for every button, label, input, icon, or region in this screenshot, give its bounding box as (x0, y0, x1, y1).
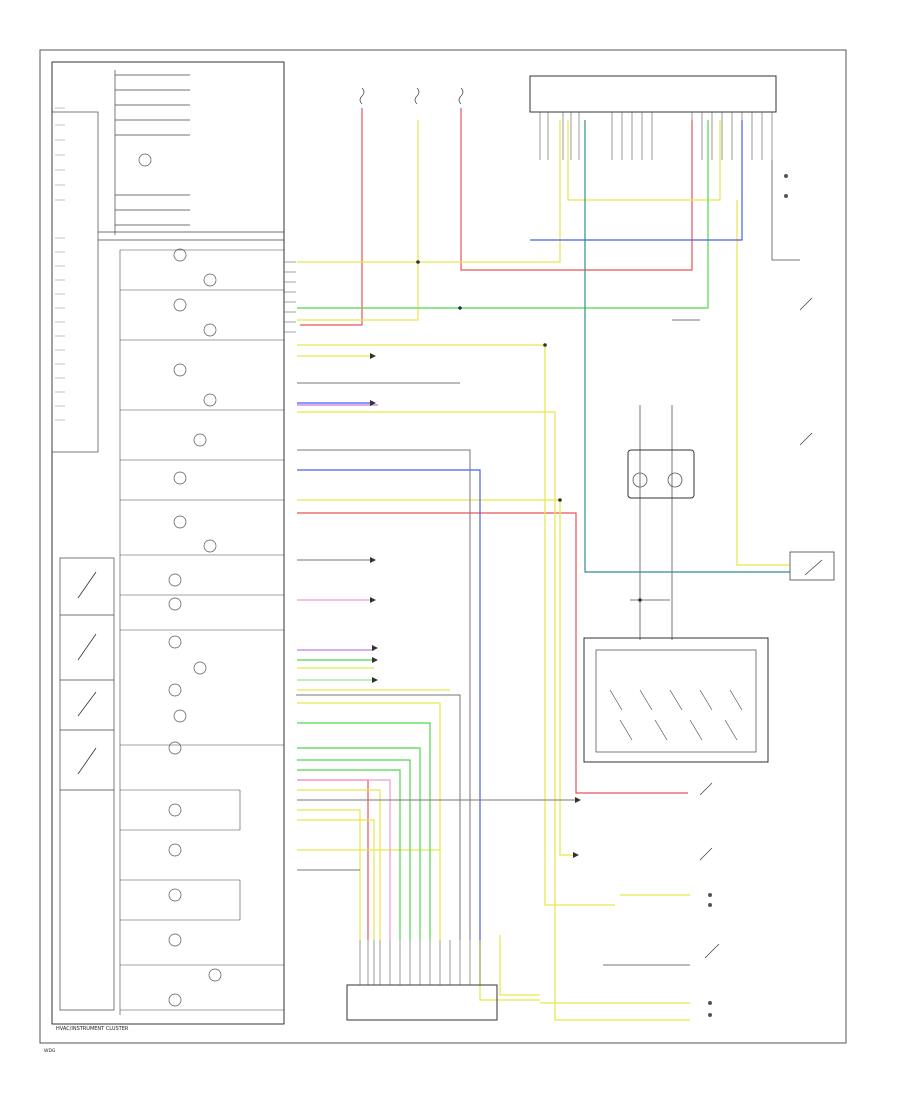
relay-block (627, 449, 695, 499)
wires-blue (297, 120, 743, 940)
cluster-indicator-lamps (138, 153, 222, 1007)
wires-purple (297, 404, 378, 651)
fuse-symbols-top (359, 87, 464, 105)
wires-red (297, 108, 693, 940)
hvac-panel-switches (609, 689, 743, 741)
bottom-connector-block (346, 984, 498, 1021)
wires-pink (297, 599, 391, 940)
gauge-symbol-temperature (77, 747, 97, 775)
wires-yellow (297, 120, 790, 1021)
right-terminals (708, 174, 788, 1017)
cluster-side-panel (51, 111, 99, 453)
control-module-top (529, 75, 777, 113)
wires-teal (584, 120, 790, 573)
hvac-control-panel (583, 637, 769, 763)
instrument-cluster-box (51, 61, 285, 1025)
cluster-internal-wiring (119, 249, 284, 1015)
right-switches (699, 297, 835, 959)
cluster-pin-labels (55, 107, 65, 421)
gauge-symbol-speedometer (77, 633, 97, 661)
page-code: WDG (44, 1048, 56, 1054)
cluster-connector-pins (284, 261, 296, 333)
wires-green (297, 120, 709, 940)
control-module-pins (539, 112, 773, 160)
wires-grey (296, 160, 800, 966)
footer-label: HVAC/INSTRUMENT CLUSTER (56, 1026, 129, 1032)
gauge-column-panel (59, 557, 115, 1011)
gauge-symbol-fuel (77, 691, 97, 717)
gauge-symbol-tachometer (77, 571, 97, 599)
splice-dots (416, 260, 642, 602)
signal-arrows (370, 353, 581, 858)
cluster-upper-switches (98, 70, 284, 241)
bottom-connector-pins (359, 940, 481, 985)
diagram-frame (39, 49, 847, 1044)
